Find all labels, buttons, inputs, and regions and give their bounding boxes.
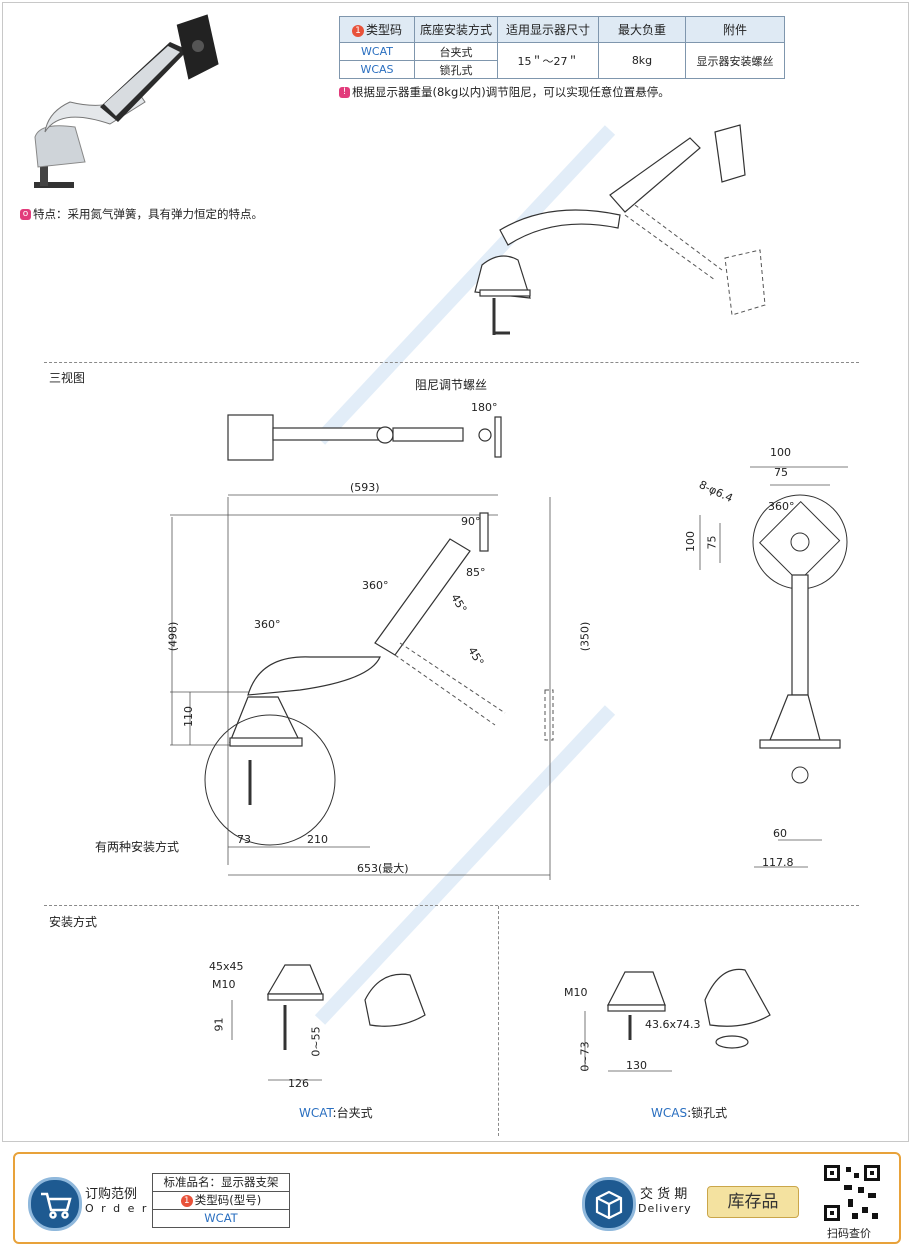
cell-size: 15＂～27＂ xyxy=(497,42,599,79)
dim-73: 73 xyxy=(237,833,251,846)
cell-code: WCAT xyxy=(339,42,415,61)
wcat-0-55: 0~55 xyxy=(309,1026,323,1057)
delivery-title: 交 货 期 xyxy=(640,1187,688,1202)
num-badge: 1 xyxy=(180,1194,193,1207)
cart-icon xyxy=(28,1177,82,1231)
divider xyxy=(44,362,859,363)
warning-icon: ! xyxy=(339,87,350,98)
dim-75h: 75 xyxy=(705,535,719,550)
damping-text: 根据显示器重量(8kg以内)调节阻尼，可以实现任意位置悬停。 xyxy=(352,85,670,99)
wcas-hole: 43.6x74.3 xyxy=(645,1018,701,1031)
top-rot-angle: 180° xyxy=(471,401,498,414)
dim-100h: 100 xyxy=(684,531,697,552)
rot-360: 360° xyxy=(768,500,795,513)
product-photo xyxy=(34,14,219,188)
dim-60: 60 xyxy=(773,827,787,840)
th-mount: 底座安装方式 xyxy=(414,16,498,43)
section-title-views: 三视图 xyxy=(49,371,86,385)
dim-75w: 75 xyxy=(774,466,788,479)
th-type-label: 类型码 xyxy=(365,23,402,37)
wcas-install-drawing xyxy=(584,968,771,1072)
dim-498: (498) xyxy=(166,621,180,652)
wcat-m10: M10 xyxy=(212,978,236,991)
th-load: 最大负重 xyxy=(598,16,686,43)
angle-85: 85° xyxy=(466,566,486,579)
stock-badge: 库存品 xyxy=(707,1186,799,1218)
dim-350: (350) xyxy=(578,621,592,652)
wcat-code: WCAT xyxy=(299,1106,333,1120)
angle-90: 90° xyxy=(461,515,481,528)
damping-note: !根据显示器重量(8kg以内)调节阻尼，可以实现任意位置悬停。 xyxy=(339,84,670,100)
wcat-45x45: 45x45 xyxy=(209,960,244,973)
wcas-130: 130 xyxy=(626,1059,647,1072)
box-icon xyxy=(582,1177,636,1231)
damping-screw-label: 阻尼调节螺丝 xyxy=(415,378,488,392)
page-frame xyxy=(2,2,909,1142)
qr-caption: 扫码查价 xyxy=(827,1227,871,1240)
two-ways-label: 有两种安装方式 xyxy=(95,840,180,854)
order-box-type-label: 类型码(型号) xyxy=(194,1193,262,1207)
th-size: 适用显示器尺寸 xyxy=(497,16,599,43)
dim-110: 110 xyxy=(182,706,195,727)
section-title-install: 安装方式 xyxy=(49,915,98,929)
dim-210: 210 xyxy=(307,833,328,846)
cell-mount: 锁孔式 xyxy=(414,60,498,79)
dim-593: (593) xyxy=(350,481,380,494)
cell-accessory: 显示器安装螺丝 xyxy=(685,42,785,79)
dim-117-8: 117.8 xyxy=(762,856,794,869)
wcat-install-drawing xyxy=(231,964,426,1081)
th-accessory: 附件 xyxy=(685,16,785,43)
wcat-126: 126 xyxy=(288,1077,309,1090)
num-badge: 1 xyxy=(351,24,364,37)
order-title: 订购范例 xyxy=(85,1187,138,1202)
footer-panel xyxy=(13,1152,901,1244)
wcat-name: 台夹式 xyxy=(336,1106,373,1120)
dim-653: 653(最大) xyxy=(357,862,409,875)
feature-text: 特点：采用氮气弹簧，具有弹力恒定的特点。 xyxy=(33,207,263,221)
wcas-name: 锁孔式 xyxy=(691,1106,728,1120)
feature-icon: o xyxy=(20,209,31,220)
delivery-subtitle: Delivery xyxy=(638,1202,692,1215)
cell-load: 8kg xyxy=(598,42,686,79)
cell-mount: 台夹式 xyxy=(414,42,498,61)
qr-code-icon[interactable] xyxy=(822,1163,882,1223)
wcat-caption: WCAT:台夹式 xyxy=(299,1106,373,1120)
order-box-code: WCAT xyxy=(204,1211,238,1225)
wcas-caption: WCAS:锁孔式 xyxy=(651,1106,728,1120)
arm-perspective-drawing xyxy=(474,124,766,335)
wcas-0-73: 0~73 xyxy=(578,1041,592,1072)
wcas-m10: M10 xyxy=(564,986,588,999)
table-row: WCAS 锁孔式 xyxy=(339,60,785,79)
rot-360b: 360° xyxy=(254,618,281,631)
dim-100w: 100 xyxy=(770,446,791,459)
table-row: WCAT 台夹式 15＂～27＂ 8kg 显示器安装螺丝 xyxy=(339,42,785,79)
order-subtitle: O r d e r xyxy=(85,1202,149,1215)
cell-code: WCAS xyxy=(339,60,415,79)
order-box-title: 标准品名：显示器支架 xyxy=(153,1174,289,1192)
wcas-code: WCAS xyxy=(651,1106,688,1120)
divider-vertical xyxy=(498,906,499,1136)
divider xyxy=(44,905,859,906)
front-view-drawing xyxy=(699,466,848,868)
top-view-drawing xyxy=(227,414,502,461)
rot-360a: 360° xyxy=(362,579,389,592)
wcat-91: 91 xyxy=(212,1017,226,1032)
side-view-drawing xyxy=(170,494,554,880)
watermark xyxy=(314,125,616,1025)
